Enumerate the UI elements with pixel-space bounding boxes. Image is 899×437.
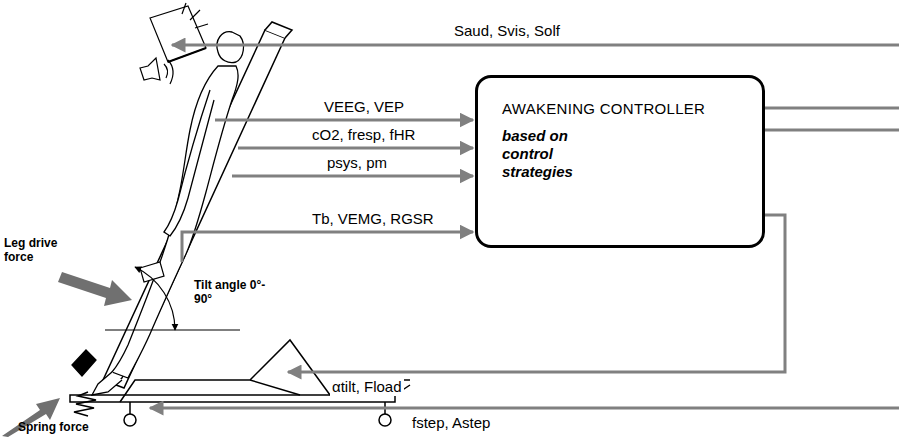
controller-title: AWAKENING CONTROLLER (502, 100, 738, 117)
tilt-board (103, 22, 292, 388)
signal-lines (150, 45, 899, 408)
table-control-signals: αtilt, Fload (330, 378, 404, 396)
step-signals: fstep, Astep (410, 414, 492, 432)
body-signals: Tb, VEMG, RGSR (310, 210, 436, 228)
stimulus-signals: Saud, Svis, Solf (452, 22, 562, 40)
tilt-angle (105, 267, 240, 330)
controller-subtitle: based on control strategies (502, 127, 622, 181)
leg-drive (58, 262, 164, 306)
controller-box: AWAKENING CONTROLLER based on control str… (475, 75, 765, 248)
pressure-signals: psys, pm (325, 154, 389, 172)
angle-label: Tilt angle 0°- 90° (192, 278, 268, 306)
respiration-signals: cO2, fresp, fHR (310, 126, 417, 144)
eeg-signals: VEEG, VEP (322, 98, 406, 116)
force-label: Spring force (16, 420, 120, 434)
force-label: Leg drive force (2, 236, 68, 264)
patient-figure (72, 32, 243, 395)
